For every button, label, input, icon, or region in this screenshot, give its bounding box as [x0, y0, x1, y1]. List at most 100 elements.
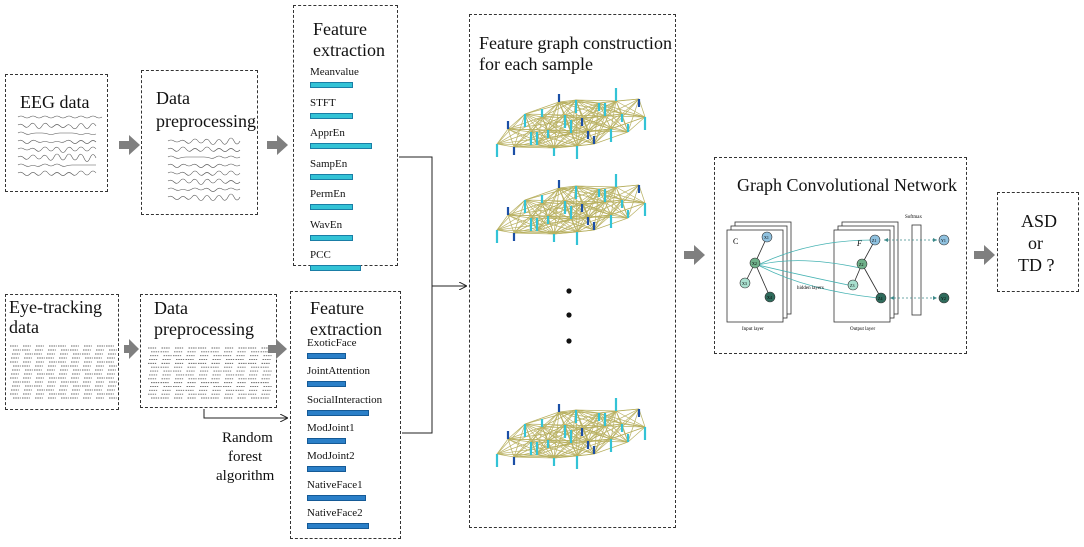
eeg-data-title: EEG data [20, 92, 90, 112]
graph-edge [621, 199, 646, 204]
eeg-feature-label: WavEn [310, 218, 343, 231]
gcn-node-label: Z2 [859, 262, 863, 267]
graph-edge [507, 214, 532, 219]
gcn-node [847, 279, 859, 291]
result-line1: ASD [1021, 211, 1058, 231]
eeg-feature-bar [310, 173, 353, 180]
graph-edge [621, 98, 640, 115]
graph-edge [604, 410, 617, 427]
gcn-node-label: Z4 [878, 296, 882, 301]
graph-edge [524, 199, 543, 204]
eeg-feature-label: STFT [310, 96, 336, 109]
random-forest-label-line3: algorithm [216, 468, 275, 484]
graph-edge [604, 115, 646, 118]
graph-edge [558, 99, 577, 103]
graph-edge [576, 453, 595, 457]
connector-eeg-feat [399, 156, 433, 286]
graph-edge [610, 128, 629, 133]
graph-edge [593, 438, 612, 455]
graph-edge [604, 201, 629, 219]
graph-edge [610, 184, 640, 216]
graph-edge [547, 215, 572, 220]
graph-edge [507, 423, 526, 440]
graph-edge [615, 410, 646, 428]
graph-edge [536, 215, 549, 232]
graph-edge [564, 114, 612, 130]
graph-edge [575, 99, 600, 104]
gcn-output-layer-label: Output layer [850, 327, 875, 332]
graph-edge [496, 441, 532, 455]
graph-edge [587, 113, 623, 132]
graph-edge [553, 440, 589, 459]
graph-edge [570, 425, 606, 444]
graph-edge [524, 185, 577, 201]
graph-edge [536, 144, 578, 147]
graph-edge [615, 98, 640, 102]
eeg-feature-label: PermEn [310, 188, 346, 200]
graph-edge [564, 424, 595, 455]
eeg-feature-label: Meanvalue [310, 66, 359, 78]
graph-edge [541, 424, 566, 428]
eeg-feature-bar [310, 234, 353, 241]
graph-edge [576, 216, 589, 233]
graph-edge [621, 423, 646, 428]
graph-edge [610, 214, 629, 219]
gcn-node [856, 258, 868, 270]
connector-random-forest [203, 409, 287, 418]
gcn-hidden-layers-label: hidden layers [797, 286, 824, 291]
graph-edge [604, 184, 640, 203]
graph-edge [610, 98, 640, 130]
eye-preprocessed-table [148, 347, 272, 399]
graph-edge [627, 426, 646, 443]
arrow-eegpre-to-feat [267, 135, 288, 155]
graph-edge [615, 408, 640, 412]
graph-edge [553, 426, 646, 459]
graph-edge [570, 132, 578, 147]
graph-edge [604, 423, 623, 427]
eye-preprocessing-title-line2: preprocessing [154, 319, 254, 339]
graph-edge [541, 99, 577, 118]
graph-edge [604, 115, 629, 133]
graph-edge [496, 217, 532, 231]
graph-edge [564, 424, 606, 427]
graph-edge [541, 185, 577, 204]
graph-edge [530, 439, 549, 443]
graph-edge [524, 423, 543, 428]
eeg-preprocessing-title-line1: Data [156, 88, 190, 108]
eye-feature-label: SocialInteraction [307, 393, 383, 406]
graph-edge [575, 99, 617, 102]
graph-edge [558, 409, 577, 413]
gcn-input-layer-label: Input layer [742, 327, 764, 332]
graph-edge [496, 143, 515, 148]
graph-edge [581, 117, 629, 133]
graph-edge [547, 215, 589, 218]
gcn-node-label: X2 [752, 261, 757, 266]
graph-edge [553, 116, 646, 149]
graph-edge [627, 116, 646, 133]
eye-feature-bar [307, 522, 369, 529]
gcn-node [749, 257, 761, 269]
graph-edge [593, 214, 612, 231]
eeg-feature-bar [310, 143, 372, 149]
graph-edge [536, 454, 578, 457]
graph-edge [604, 201, 646, 204]
arrow-eeg-to-pre [119, 135, 140, 155]
eye-feature-label: ModJoint1 [307, 421, 355, 434]
graph-edge [507, 214, 515, 234]
graph-edge [524, 423, 566, 426]
gcn-c-label: C [733, 237, 738, 246]
eye-feature-bar [307, 409, 369, 416]
graph-edge [524, 113, 549, 131]
eye-tracking-table [10, 345, 117, 399]
graph-edge [576, 440, 589, 457]
graph-edge [564, 114, 606, 117]
graph-edge [604, 186, 617, 203]
graph-edge [530, 129, 549, 133]
graph-edge [587, 423, 623, 442]
graph-edge [524, 423, 549, 441]
graph-edge [541, 114, 566, 118]
graph-edge [610, 113, 623, 130]
graph-edge [576, 229, 595, 233]
